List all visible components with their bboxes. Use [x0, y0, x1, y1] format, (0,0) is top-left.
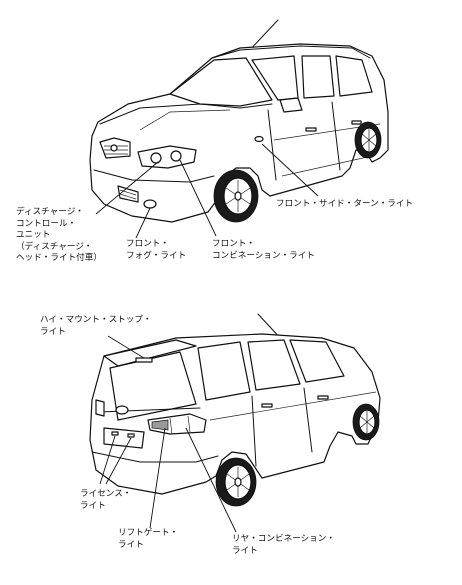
- rear-combination-lamp-segments: [169, 415, 191, 435]
- label-liftgate-light: リフトゲート・ ライト: [118, 528, 179, 550]
- front-emblem: [110, 144, 118, 152]
- front-mirror: [279, 97, 303, 113]
- rear-combination-lamp-lens: [151, 419, 169, 431]
- rear-license-lamp-1: [111, 431, 119, 436]
- front-side-sill: [281, 155, 373, 177]
- rear-side-window-2: [247, 339, 301, 391]
- front-leader-lines: [95, 143, 319, 239]
- rear-leader-lines: [99, 335, 237, 533]
- front-view-car: [89, 19, 389, 223]
- rear-side-window-1: [197, 341, 251, 401]
- front-door-seam-1: [267, 109, 277, 181]
- leader-front-fog: [135, 207, 151, 239]
- rear-front-wheel-spokes: [359, 411, 375, 433]
- rear-emblem: [115, 405, 129, 415]
- label-front-combination-light: フロント・ コンビネーション・ライト: [212, 239, 315, 261]
- rear-license-plate: [103, 427, 145, 449]
- rear-body-line: [209, 391, 377, 421]
- rear-bumper-line: [91, 451, 219, 463]
- rear-door-handle-2: [317, 395, 329, 400]
- leader-rear-combination: [185, 427, 237, 533]
- rear-door-seam-2: [303, 387, 313, 453]
- rear-door-handle-1: [261, 403, 273, 408]
- rear-view-car: [89, 313, 381, 507]
- leader-front-side-turn: [261, 143, 319, 197]
- label-rear-combination-light: リヤ・コンビネーション・ ライト: [232, 534, 335, 556]
- front-bumper-line: [93, 169, 215, 183]
- rear-glass: [109, 351, 197, 421]
- rear-door-seam-1: [251, 395, 257, 467]
- label-high-mount-stop-light: ハイ・マウント・ストップ・ ライト: [40, 315, 152, 337]
- rear-left-lamp: [95, 399, 105, 417]
- rear-wheel-hub: [234, 477, 242, 487]
- leader-high-mount-stop: [107, 335, 145, 359]
- leader-front-combination: [179, 159, 217, 237]
- front-hood-line: [99, 103, 273, 125]
- front-roof-line: [211, 45, 371, 59]
- rear-spoiler: [103, 339, 197, 367]
- front-headlamp-lens-1: [150, 152, 162, 164]
- front-side-window-3: [335, 55, 373, 97]
- front-door-handle-1: [305, 127, 317, 132]
- label-front-side-turn-light: フロント・サイド・ターン・ライト: [276, 199, 414, 209]
- rear-license-lamp-2: [127, 433, 135, 438]
- front-rear-wheel-spokes: [361, 129, 377, 151]
- leader-discharge-unit: [95, 161, 159, 215]
- front-headlamp-lens-2: [170, 150, 182, 162]
- label-front-fog-light: フロント・ フォグ・ライト: [126, 239, 187, 261]
- front-side-window-2: [301, 55, 335, 99]
- rear-side-window-3: [289, 339, 345, 383]
- front-wheel-hub: [234, 191, 242, 201]
- leader-liftgate: [149, 427, 166, 529]
- front-door-handle-2: [351, 120, 362, 125]
- label-discharge-control-unit: ディスチャージ・ コントロール・ ユニット （ディスチャージ・ ヘッド・ライト付…: [16, 207, 102, 263]
- front-fog-lamp: [143, 199, 157, 209]
- front-door-seam-2: [331, 101, 341, 171]
- front-side-turn-lamp: [254, 135, 264, 143]
- front-hood-crease: [139, 109, 231, 131]
- label-license-light: ライセンス・ ライト: [80, 489, 132, 511]
- leader-license: [99, 435, 132, 485]
- rear-high-mount-stop-lamp: [135, 357, 153, 363]
- front-lower-grille-bars: [119, 189, 137, 200]
